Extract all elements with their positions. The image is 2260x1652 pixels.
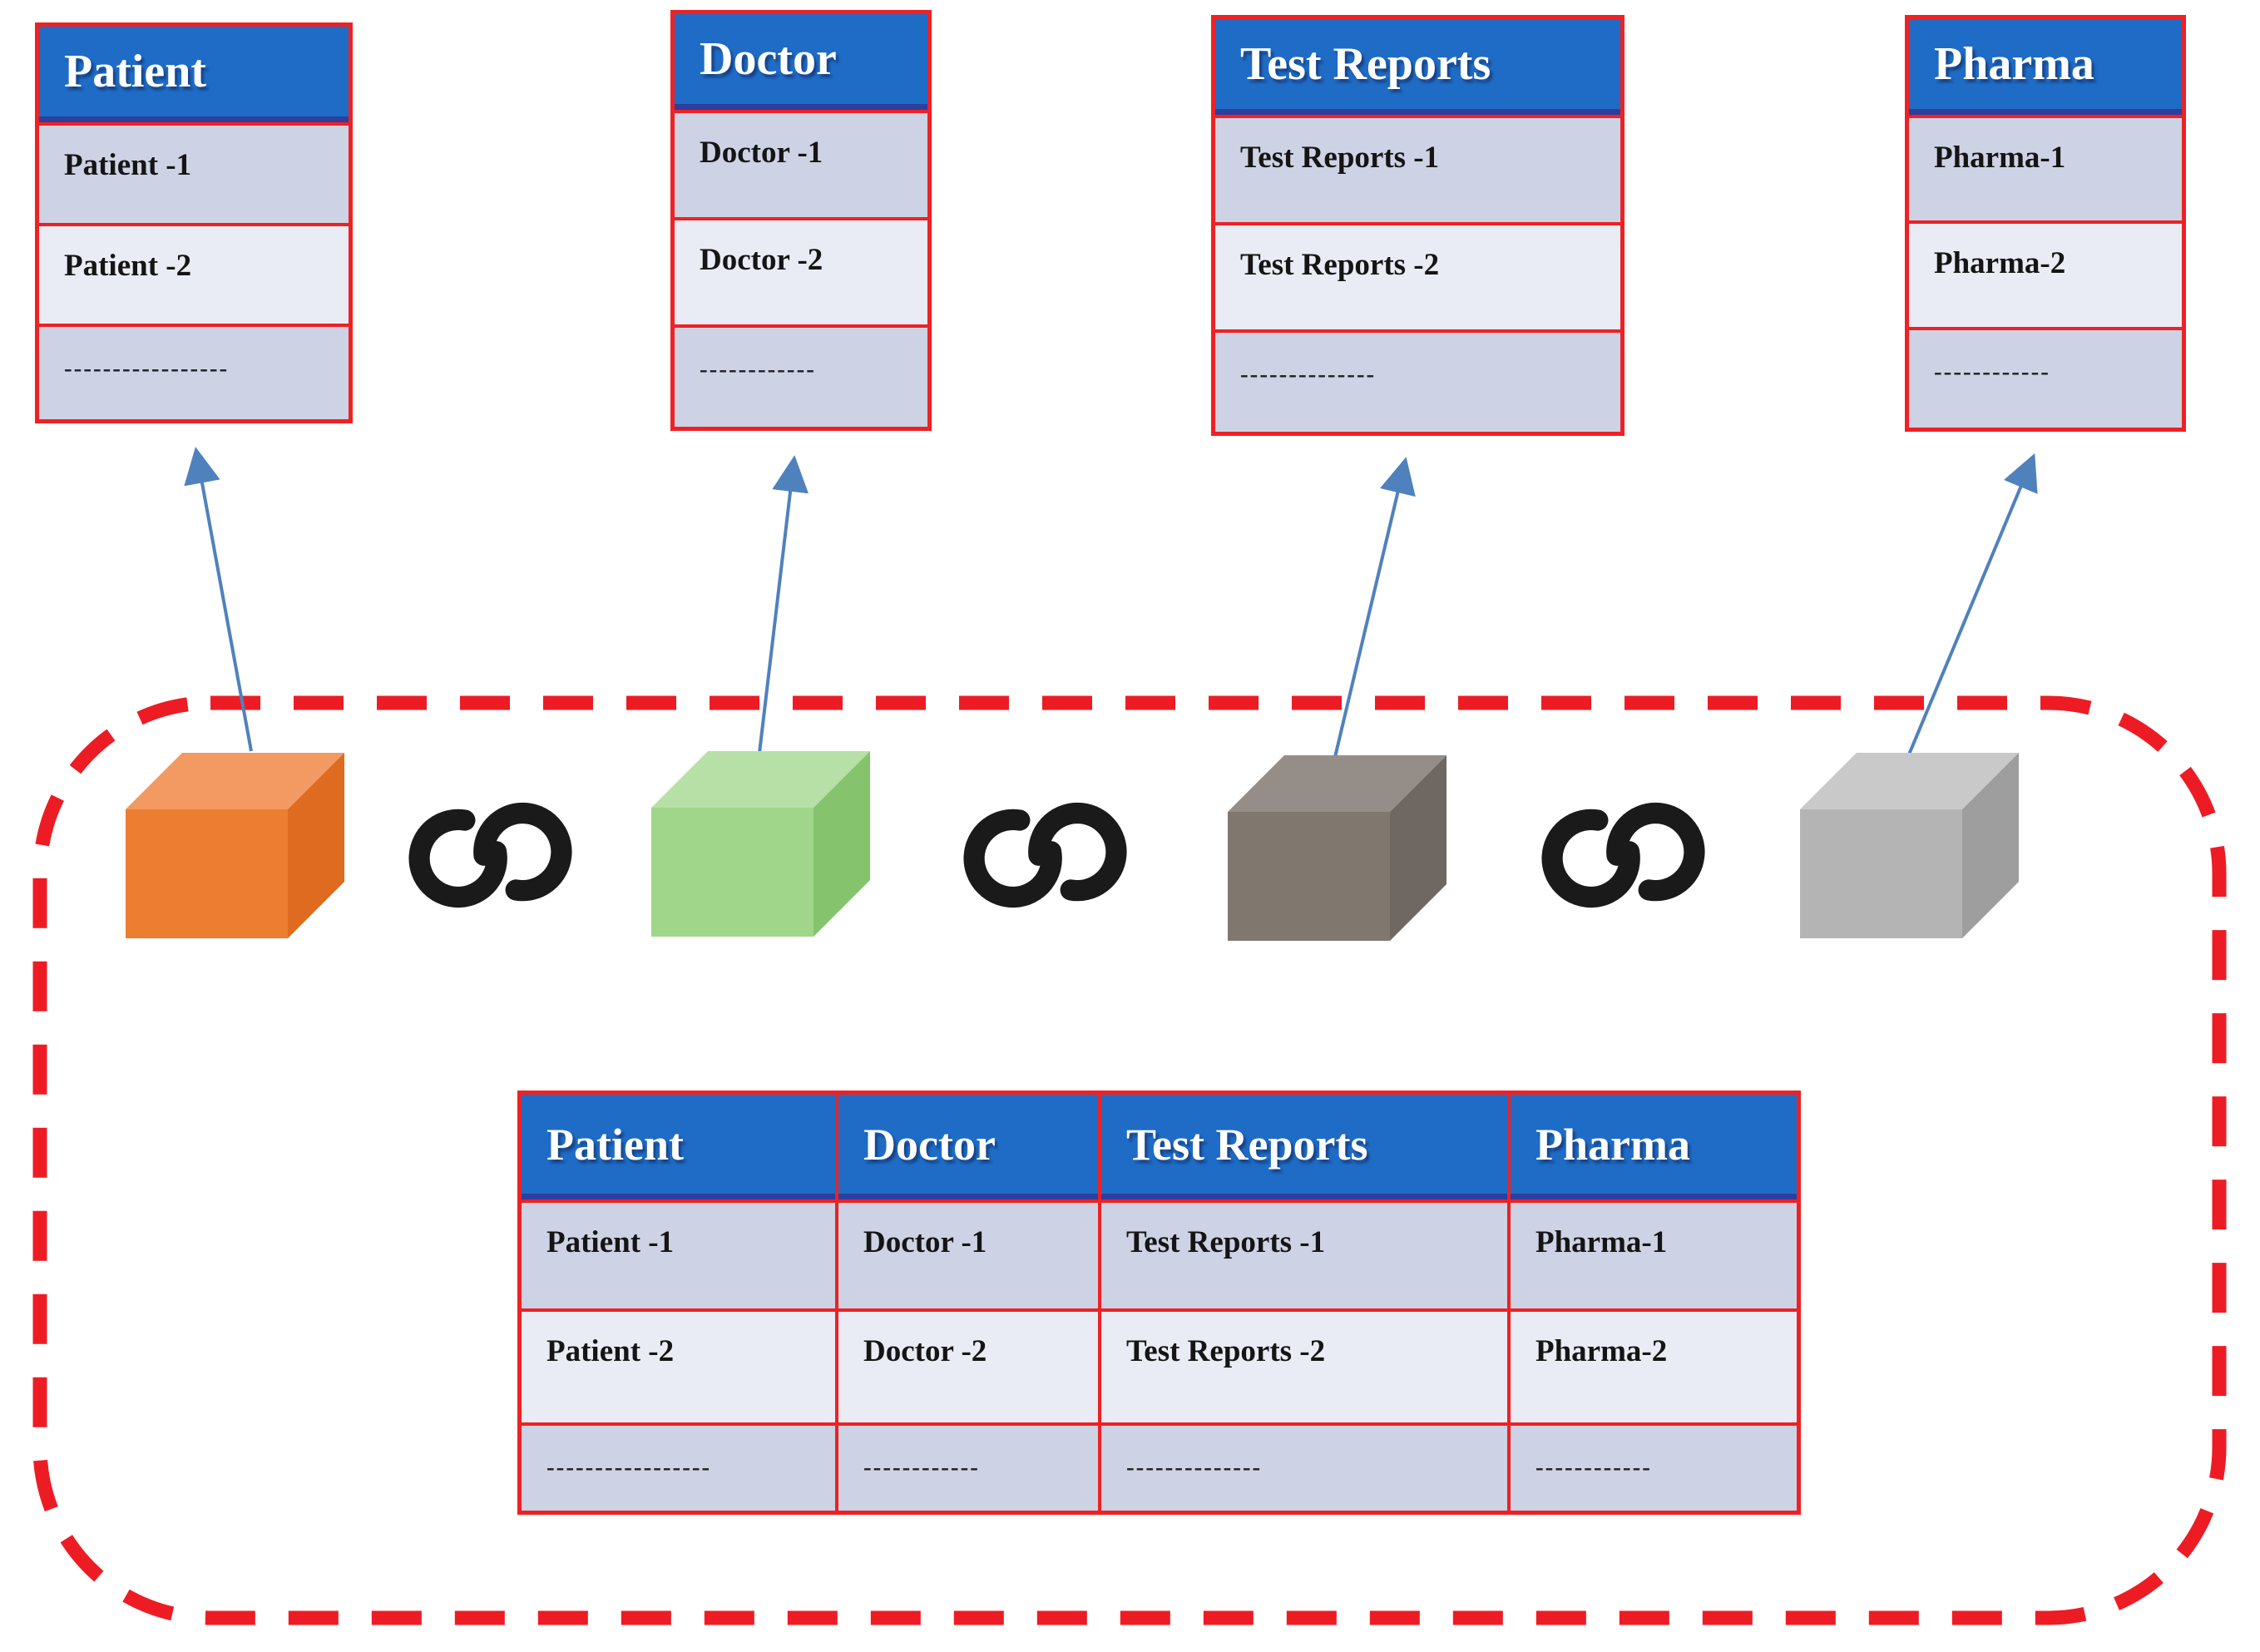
cube-side-face: [814, 751, 870, 937]
cube-front-face: [651, 808, 814, 937]
ledger-table: Patient Doctor Test Reports Pharma Patie…: [517, 1091, 1801, 1515]
cube-side-face: [1962, 753, 2019, 938]
cube-side-face: [1390, 755, 1446, 941]
ledger-cell: Test Reports -2: [1101, 1312, 1507, 1423]
ledger-column-header: Doctor: [838, 1095, 1098, 1199]
table-header: Test Reports: [1215, 19, 1620, 115]
arrow-doctor-block-to-table: [758, 455, 809, 754]
ledger-cell: Pharma-1: [1511, 1203, 1797, 1309]
cube-top-face: [126, 753, 344, 809]
ledger-column-header: Test Reports: [1101, 1095, 1507, 1199]
cube-top-face: [651, 751, 870, 808]
table-row: Doctor -2: [675, 220, 927, 325]
table-row: Patient -1: [39, 126, 349, 223]
ledger-cell: Test Reports -1: [1101, 1203, 1507, 1309]
chain-link-icon: [1541, 802, 1705, 908]
table-row: Pharma-2: [1909, 224, 2182, 327]
arrow-pharma-block-to-table: [1907, 453, 2038, 755]
table-row: Pharma-1: [1909, 118, 2182, 221]
cube-front-face: [1800, 809, 1962, 938]
ledger-cell: Patient -2: [522, 1312, 835, 1423]
chain-left-ring: [1541, 809, 1640, 908]
table-header: Patient: [39, 27, 349, 122]
patient-block-cube: [126, 753, 344, 938]
table-header: Pharma: [1909, 19, 2182, 115]
table-row-ellipsis: -----------------: [39, 326, 349, 419]
arrow-test-reports-block-to-table: [1333, 457, 1416, 758]
chain-right-ring: [473, 802, 572, 902]
chain-left-ring: [963, 809, 1062, 908]
entity-table-test-reports: Test Reports Test Reports -1 Test Report…: [1211, 15, 1625, 436]
ledger-column-header: Pharma: [1511, 1095, 1797, 1199]
chain-right-ring: [1606, 802, 1705, 902]
ledger-cell-ellipsis: --------------: [1101, 1426, 1507, 1511]
chain-link-icon: [408, 802, 572, 908]
cube-side-face: [288, 753, 344, 938]
ledger-cell-ellipsis: ------------: [1511, 1426, 1797, 1511]
pharma-block-cube: [1800, 753, 2019, 938]
table-header: Doctor: [675, 14, 927, 110]
ledger-column-header: Patient: [522, 1095, 835, 1199]
doctor-block-cube: [651, 751, 870, 937]
ledger-cell: Doctor -2: [838, 1312, 1098, 1423]
entity-table-doctor: Doctor Doctor -1 Doctor -2 ------------: [670, 10, 932, 431]
table-row-ellipsis: ------------: [675, 328, 927, 427]
table-row: Test Reports -2: [1215, 225, 1620, 330]
table-row: Patient -2: [39, 225, 349, 324]
cube-front-face: [126, 809, 288, 938]
ledger-cell: Pharma-2: [1511, 1312, 1797, 1423]
cube-front-face: [1228, 812, 1390, 941]
arrow-patient-block-to-table: [184, 447, 253, 752]
table-row: Test Reports -1: [1215, 118, 1620, 223]
chain-link-icon: [963, 802, 1127, 908]
ledger-cell-ellipsis: ------------: [838, 1426, 1098, 1511]
cube-top-face: [1228, 755, 1446, 812]
entity-table-patient: Patient Patient -1 Patient -2 ----------…: [35, 22, 353, 423]
chain-right-ring: [1028, 802, 1127, 902]
ledger-cell: Patient -1: [522, 1203, 835, 1309]
ledger-cell-ellipsis: -----------------: [522, 1426, 835, 1511]
table-row: Doctor -1: [675, 113, 927, 218]
cube-top-face: [1800, 753, 2019, 809]
table-row-ellipsis: --------------: [1215, 333, 1620, 432]
table-row-ellipsis: ------------: [1909, 329, 2182, 428]
ledger-cell: Doctor -1: [838, 1203, 1098, 1309]
entity-table-pharma: Pharma Pharma-1 Pharma-2 ------------: [1905, 15, 2186, 432]
chain-left-ring: [408, 809, 507, 908]
test-reports-block-cube: [1228, 755, 1446, 941]
